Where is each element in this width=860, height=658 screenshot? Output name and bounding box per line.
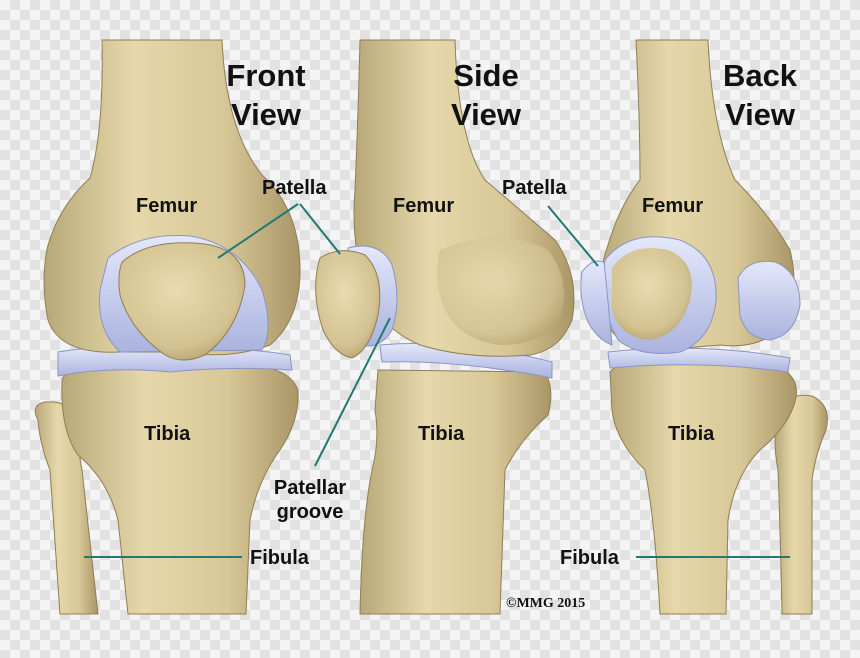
back-view-title: Back View <box>708 56 812 134</box>
back-view-knee <box>580 39 828 615</box>
side-view-title: Side View <box>438 56 534 134</box>
side-femur-label: Femur <box>393 195 455 217</box>
side-condyle-highlight <box>436 237 564 345</box>
front-patella-bone <box>118 242 246 361</box>
front-patella-label: Patella <box>262 177 327 199</box>
side-tibia-label: Tibia <box>418 423 465 445</box>
back-view-title-line1: Back <box>722 58 798 93</box>
front-fibula-label: Fibula <box>250 547 309 569</box>
copyright-notice: ©MMG 2015 <box>506 596 586 611</box>
back-medial-condyle-bone <box>612 248 692 340</box>
side-view-title-line1: Side <box>453 58 519 93</box>
front-view-title-line2: View <box>230 97 302 132</box>
side-view-title-line2: View <box>450 97 522 132</box>
front-view-title: Front View <box>214 56 318 134</box>
back-lateral-condyle-cartilage <box>737 260 801 341</box>
side-patella-leader <box>299 203 341 255</box>
front-view-title-line1: Front <box>226 58 306 93</box>
back-view-title-line2: View <box>724 97 796 132</box>
back-fibula-label: Fibula <box>560 547 619 569</box>
front-patella-leader <box>217 203 299 259</box>
patellar-groove-label-line1: Patellar <box>273 477 347 499</box>
back-patella-cartilage <box>580 260 613 346</box>
back-fibula-bone <box>774 394 828 615</box>
leader-lines <box>84 203 790 558</box>
back-femur-label: Femur <box>642 195 704 217</box>
patellar-groove-label-line2: groove <box>276 501 344 523</box>
back-tibia-label: Tibia <box>668 423 715 445</box>
back-tibia-bone <box>609 361 797 615</box>
front-femur-label: Femur <box>136 195 198 217</box>
back-patella-label: Patella <box>502 177 567 199</box>
side-tibia-bone <box>359 369 552 615</box>
patellar-groove-leader <box>314 317 391 467</box>
front-view-knee <box>34 39 301 615</box>
front-tibia-label: Tibia <box>144 423 191 445</box>
patellar-groove-label: Patellar groove <box>258 476 362 524</box>
side-view-knee <box>315 39 575 615</box>
back-patella-leader <box>547 205 599 267</box>
side-patella-bone <box>315 250 381 359</box>
